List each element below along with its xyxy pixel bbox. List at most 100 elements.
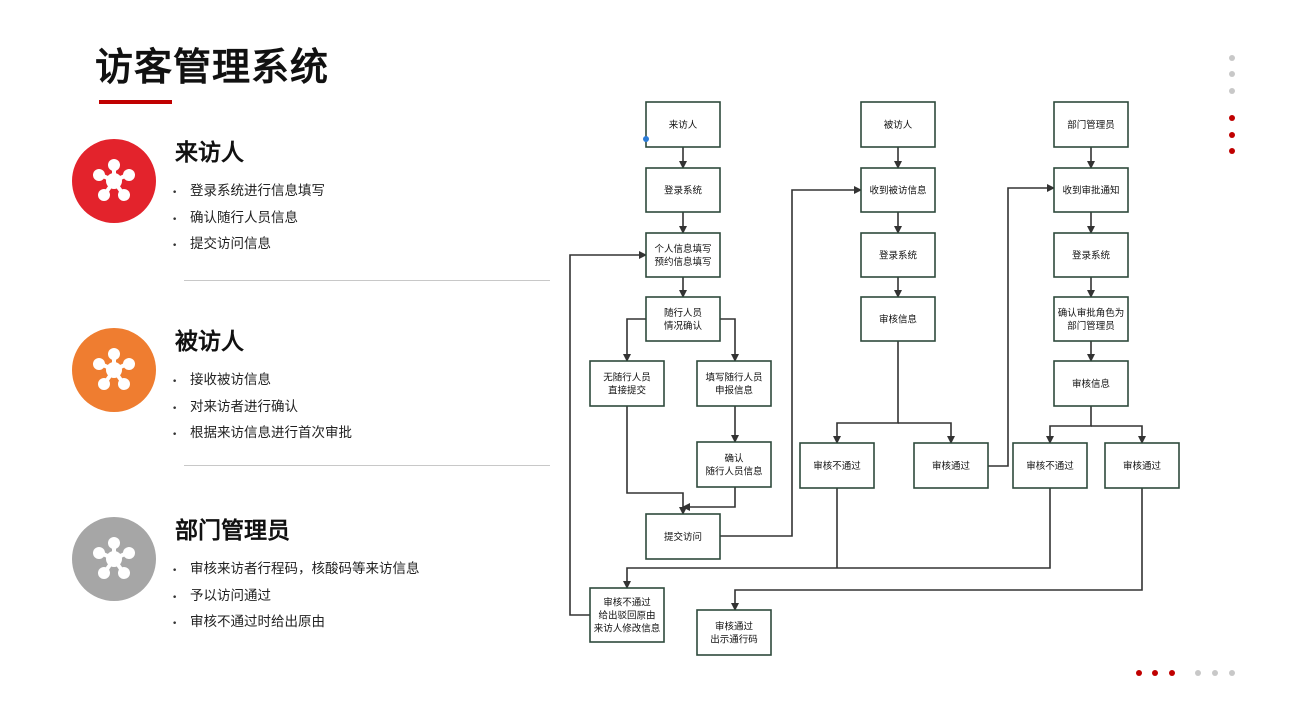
flow-connector — [569, 251, 647, 616]
section-divider — [184, 465, 550, 466]
flow-node-label: 审核信息 — [1072, 378, 1110, 390]
flow-node-label: 审核通过 — [715, 621, 754, 633]
decor-dot — [1212, 670, 1218, 676]
bullet-item: •提交访问信息 — [172, 236, 271, 252]
flow-connector — [1091, 425, 1146, 444]
flow-connector — [623, 488, 1051, 589]
flow-node-label: 给出驳回原由 — [598, 610, 655, 622]
flow-node-label: 确认 — [724, 453, 744, 465]
flow-node-label: 审核信息 — [879, 314, 917, 326]
flow-node-label: 个人信息填写 — [654, 243, 711, 255]
page-title: 访客管理系统 — [95, 45, 330, 89]
flow-connector — [626, 406, 687, 515]
decor-dot — [1229, 115, 1235, 121]
title-underline — [99, 100, 172, 104]
flow-node-label: 被访人 — [884, 119, 913, 131]
section-circle — [72, 139, 156, 223]
flow-node-admin-reject: 审核不通过 — [1012, 442, 1088, 489]
flow-node-label: 情况确认 — [664, 320, 703, 332]
flow-node-visitor-header: 来访人 — [645, 101, 721, 148]
bullet-list: •登录系统进行信息填写 •确认随行人员信息 •提交访问信息 — [172, 179, 325, 259]
bullet-item: •审核来访者行程码，核酸码等来访信息 — [172, 561, 420, 577]
flow-node-label: 审核不通过 — [813, 460, 861, 472]
section-title: 部门管理员 — [175, 518, 290, 544]
bullet-item: •予以访问通过 — [172, 587, 271, 604]
flow-connector — [731, 488, 1143, 611]
flow-node-label: 收到被访信息 — [869, 185, 926, 197]
flow-node-confirm-companion: 确认随行人员信息 — [696, 441, 772, 488]
selection-handle — [643, 136, 649, 142]
bullet-list: •接收被访信息 •对来访者进行确认 •根据来访信息进行首次审批 — [172, 368, 352, 448]
flow-node-login-admin: 登录系统 — [1053, 232, 1129, 278]
decor-dot — [1229, 55, 1235, 61]
section-divider — [184, 280, 550, 281]
flow-node-review-visited: 审核信息 — [860, 296, 936, 342]
flow-node-admin-header: 部门管理员 — [1053, 101, 1129, 148]
flow-connector — [623, 318, 646, 362]
flow-node-label: 来访人 — [669, 120, 698, 131]
flow-node-label: 登录系统 — [879, 250, 918, 262]
flow-node-label: 部门管理员 — [1067, 320, 1115, 332]
bullet-list: •审核来访者行程码，核酸码等来访信息 •予以访问通过 •审核不通过时给出原由 — [172, 557, 420, 637]
flow-connector — [720, 318, 739, 362]
network-node-icon — [93, 159, 135, 201]
flow-node-label: 提交访问 — [664, 531, 702, 543]
bullet-item: •确认随行人员信息 — [172, 209, 298, 226]
flow-node-label: 出示通行码 — [710, 634, 758, 646]
decor-dot — [1229, 148, 1235, 154]
flow-connector — [988, 184, 1055, 467]
flow-node-review-admin: 审核信息 — [1053, 360, 1129, 407]
bullet-item: •接收被访信息 — [172, 372, 271, 388]
flow-node-label: 确认审批角色为 — [1058, 307, 1125, 319]
bullet-item: •登录系统进行信息填写 — [172, 183, 325, 199]
decor-dot — [1229, 88, 1235, 94]
flow-connector — [682, 487, 736, 511]
flow-node-label: 无随行人员 — [603, 372, 651, 384]
section-title: 被访人 — [175, 329, 244, 355]
flow-node-label: 部门管理员 — [1067, 119, 1115, 131]
flow-node-label: 登录系统 — [1072, 250, 1111, 262]
flow-node-visited-pass: 审核通过 — [913, 442, 989, 489]
flow-node-admin-pass: 审核通过 — [1104, 442, 1180, 489]
flow-node-receive-approval: 收到审批通知 — [1053, 167, 1129, 213]
decor-dot — [1229, 71, 1235, 77]
flow-node-label: 填写随行人员 — [705, 372, 762, 384]
flow-node-label: 直接提交 — [608, 385, 647, 397]
flow-node-label: 审核不通过 — [1026, 460, 1074, 472]
flow-node-login-visited: 登录系统 — [860, 232, 936, 278]
flow-node-label: 来访人修改信息 — [594, 623, 661, 635]
flow-node-label: 预约信息填写 — [654, 256, 711, 268]
decor-dot — [1229, 670, 1235, 676]
section-circle — [72, 517, 156, 601]
flow-node-label: 审核通过 — [932, 460, 971, 472]
decor-dot — [1169, 670, 1175, 676]
flow-node-login-visitor: 登录系统 — [645, 167, 721, 213]
decor-dot — [1229, 132, 1235, 138]
network-node-icon — [93, 348, 135, 390]
flow-node-submit-visit: 提交访问 — [645, 513, 721, 560]
section-circle — [72, 328, 156, 412]
flow-node-label: 审核通过 — [1123, 460, 1162, 472]
flow-connector — [833, 341, 899, 444]
bullet-item: •对来访者进行确认 — [172, 398, 298, 415]
flow-node-visited-reject: 审核不通过 — [799, 442, 875, 489]
section-title: 来访人 — [175, 140, 244, 166]
decor-dot — [1152, 670, 1158, 676]
flow-node-label: 随行人员 — [664, 307, 702, 319]
decor-dot — [1136, 670, 1142, 676]
flow-node-label: 审核不通过 — [603, 597, 651, 609]
bullet-item: •审核不通过时给出原由 — [172, 614, 325, 630]
bullet-item: •根据来访信息进行首次审批 — [172, 425, 352, 441]
flow-node-receive-visit: 收到被访信息 — [860, 167, 936, 213]
flow-node-label: 收到审批通知 — [1062, 185, 1119, 197]
flow-node-visited-header: 被访人 — [860, 101, 936, 148]
flow-connector — [898, 422, 955, 444]
decor-dot — [1195, 670, 1201, 676]
